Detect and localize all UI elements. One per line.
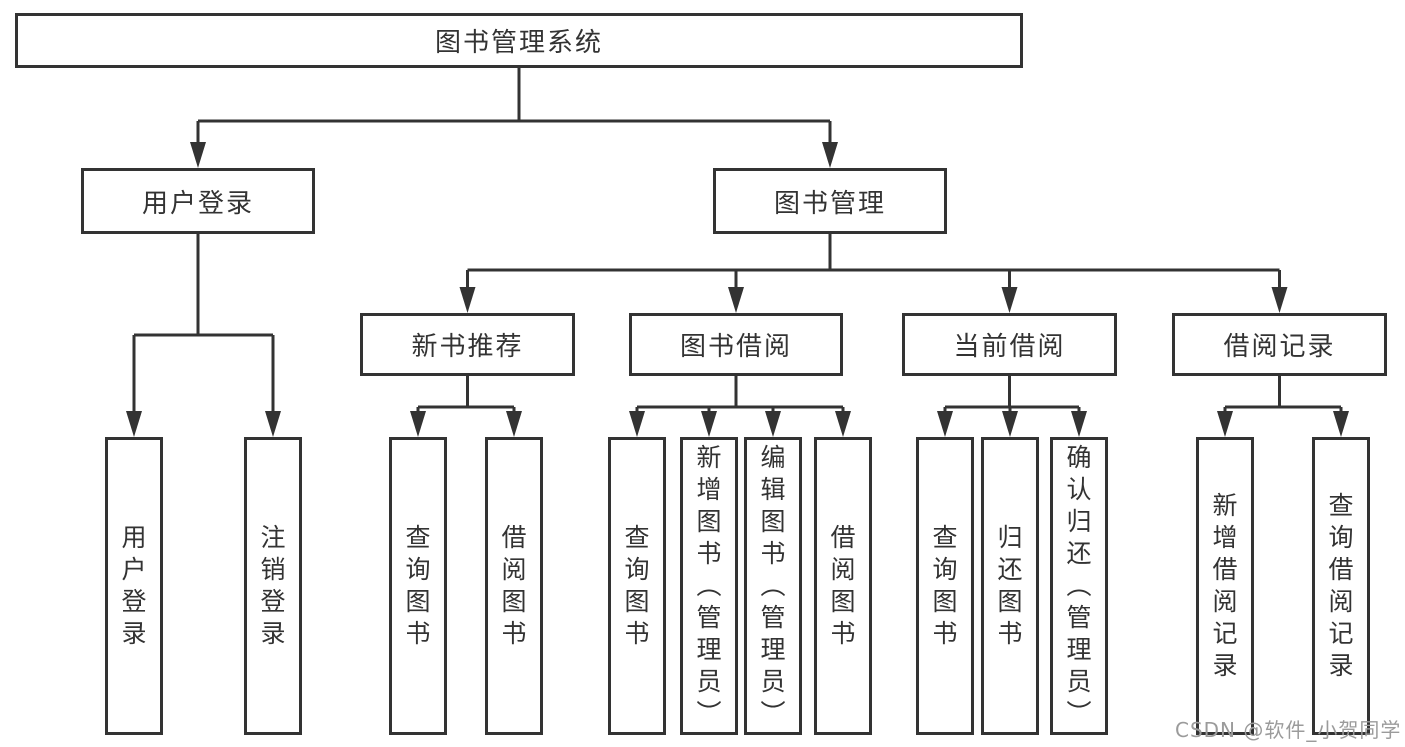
node-book-borrowing-label: 图书借阅 (679, 332, 792, 362)
node-new-book-recommendation-label: 新书推荐 (411, 332, 524, 362)
leaf-borrow-books-borrowing: 借阅图书 (814, 437, 872, 735)
leaf-query-books-borrowing: 查询图书 (608, 437, 666, 735)
leaf-query-books-recommend-label: 查询图书 (405, 523, 431, 648)
node-book-management: 图书管理 (713, 168, 947, 234)
leaf-query-books-recommend: 查询图书 (389, 437, 447, 735)
node-new-book-recommendation: 新书推荐 (360, 313, 575, 376)
leaf-query-books-borrowing-label: 查询图书 (624, 523, 650, 648)
leaf-logout-label: 注销登录 (260, 523, 286, 648)
arrowheads (126, 142, 1349, 437)
leaf-borrow-books-recommend-label: 借阅图书 (501, 523, 527, 648)
leaf-return-books-label: 归还图书 (997, 523, 1023, 648)
leaf-add-books-admin: 新增图书︵管理员︶ (680, 437, 738, 735)
node-current-borrowing-label: 当前借阅 (953, 332, 1066, 362)
node-borrowing-records: 借阅记录 (1172, 313, 1387, 376)
node-borrowing-records-label: 借阅记录 (1223, 332, 1336, 362)
leaf-add-books-admin-label: 新增图书︵管理员︶ (696, 443, 722, 728)
node-root-label: 图书管理系统 (434, 28, 603, 58)
node-user-login-label: 用户登录 (141, 188, 254, 219)
leaf-edit-books-admin: 编辑图书︵管理员︶ (744, 437, 802, 735)
node-user-login: 用户登录 (81, 168, 315, 234)
node-book-management-label: 图书管理 (773, 188, 886, 219)
leaf-logout: 注销登录 (244, 437, 302, 735)
leaf-add-borrow-record: 新增借阅记录 (1196, 437, 1254, 735)
leaf-confirm-return-admin: 确认归还︵管理员︶ (1050, 437, 1108, 735)
leaf-borrow-books-recommend: 借阅图书 (485, 437, 543, 735)
leaf-edit-books-admin-label: 编辑图书︵管理员︶ (760, 443, 786, 728)
leaf-confirm-return-admin-label: 确认归还︵管理员︶ (1066, 443, 1092, 728)
leaf-return-books: 归还图书 (981, 437, 1039, 735)
leaf-borrow-books-borrowing-label: 借阅图书 (830, 523, 856, 648)
leaf-user-login-label: 用户登录 (121, 523, 147, 648)
node-book-borrowing: 图书借阅 (629, 313, 843, 376)
connector-paths (132, 68, 1343, 413)
leaf-add-borrow-record-label: 新增借阅记录 (1212, 491, 1238, 680)
leaf-user-login: 用户登录 (105, 437, 163, 735)
node-current-borrowing: 当前借阅 (902, 313, 1117, 376)
leaf-query-borrow-record-label: 查询借阅记录 (1328, 491, 1354, 680)
leaf-query-borrow-record: 查询借阅记录 (1312, 437, 1370, 735)
leaf-query-books-current-label: 查询图书 (932, 523, 958, 648)
leaf-query-books-current: 查询图书 (916, 437, 974, 735)
csdn-watermark: CSDN @软件_小贺同学 (1175, 718, 1402, 742)
node-root: 图书管理系统 (15, 13, 1023, 68)
